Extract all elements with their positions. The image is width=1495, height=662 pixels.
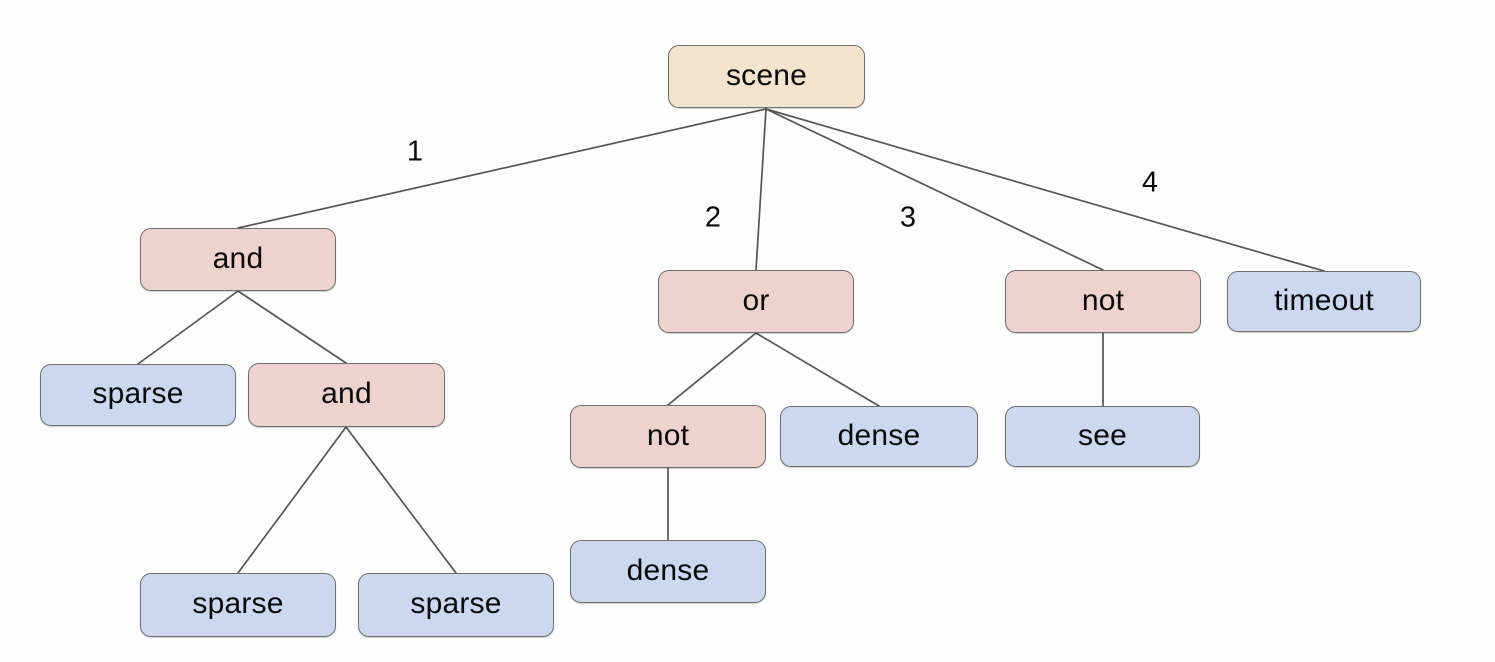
edge-label-3: 3 xyxy=(899,201,917,234)
node-sparse1[interactable]: sparse xyxy=(40,364,236,426)
node-label: sparse xyxy=(92,377,184,410)
node-dense1[interactable]: dense xyxy=(780,406,978,467)
node-label: not xyxy=(1081,283,1125,317)
edge-scene-to-or1 xyxy=(755,108,767,271)
node-or1[interactable]: or xyxy=(658,270,854,333)
node-and2[interactable]: and xyxy=(248,363,445,427)
node-label: sparse xyxy=(410,587,502,620)
node-see1[interactable]: see xyxy=(1005,406,1200,467)
node-label: dense xyxy=(837,418,921,452)
node-sparse3[interactable]: sparse xyxy=(358,573,554,637)
edge-or1-to-dense1 xyxy=(755,332,880,407)
node-label: sparse xyxy=(192,587,284,620)
node-label: see xyxy=(1078,418,1127,452)
edge-label-4: 4 xyxy=(1141,166,1159,199)
node-scene[interactable]: scene xyxy=(668,45,865,108)
edge-scene-to-timeout1 xyxy=(765,108,1325,272)
node-dense2[interactable]: dense xyxy=(570,540,766,603)
node-timeout1[interactable]: timeout xyxy=(1227,271,1421,332)
node-label: timeout xyxy=(1274,283,1374,317)
edge-and2-to-sparse2 xyxy=(237,426,347,574)
edge-scene-to-and1 xyxy=(237,108,767,229)
node-label: and xyxy=(321,377,372,410)
edge-and2-to-sparse3 xyxy=(345,426,457,574)
edge-label-2: 2 xyxy=(704,201,722,234)
edge-and1-to-and2 xyxy=(237,290,347,364)
edge-scene-to-not1 xyxy=(765,108,1104,271)
node-not1[interactable]: not xyxy=(1005,270,1201,333)
node-label: scene xyxy=(725,58,808,92)
edge-or1-to-not2 xyxy=(667,332,757,406)
edge-and1-to-sparse1 xyxy=(137,290,239,365)
node-not2[interactable]: not xyxy=(570,405,766,468)
node-label: or xyxy=(742,283,770,317)
node-sparse2[interactable]: sparse xyxy=(140,573,336,637)
node-and1[interactable]: and xyxy=(140,228,336,291)
node-label: dense xyxy=(626,553,710,587)
edge-label-1: 1 xyxy=(406,135,424,168)
node-label: not xyxy=(646,418,690,452)
node-label: and xyxy=(212,241,264,275)
